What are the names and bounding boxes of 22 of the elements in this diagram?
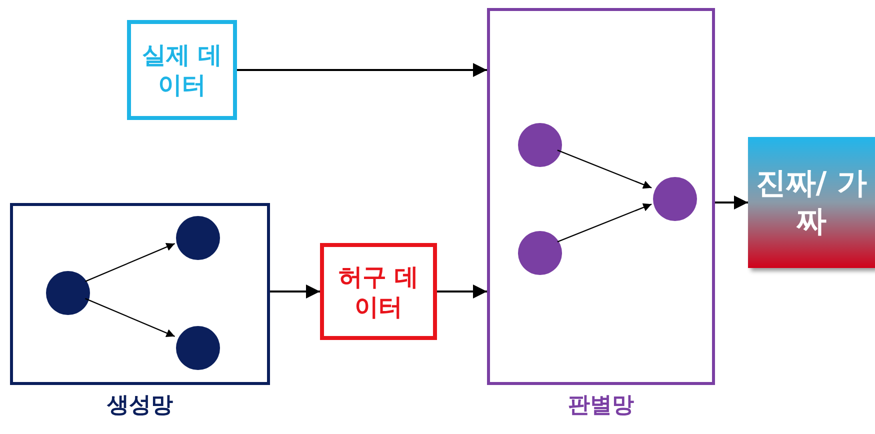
data-box (127, 20, 237, 120)
neuron-circle (518, 123, 562, 167)
arrow (715, 196, 748, 210)
data-box (320, 243, 437, 340)
neuron-circle (46, 271, 90, 315)
arrow (557, 150, 652, 189)
neuron-circle (518, 231, 562, 275)
arrow (557, 203, 652, 242)
arrow (270, 284, 320, 298)
arrow (85, 242, 175, 282)
arrow (237, 63, 487, 77)
network-label: 판별망 (567, 392, 635, 420)
box-text: 허구 데이터 (337, 262, 420, 322)
arrow (437, 284, 487, 298)
box-text: 실제 데이터 (140, 40, 224, 100)
neuron-circle (653, 177, 697, 221)
network-label: 생성망 (106, 392, 174, 420)
neuron-circle (176, 216, 220, 260)
output-box (748, 137, 875, 268)
neuron-circle (176, 326, 220, 370)
box-text: 진짜/ 가짜 (754, 165, 868, 240)
arrow (85, 298, 175, 338)
